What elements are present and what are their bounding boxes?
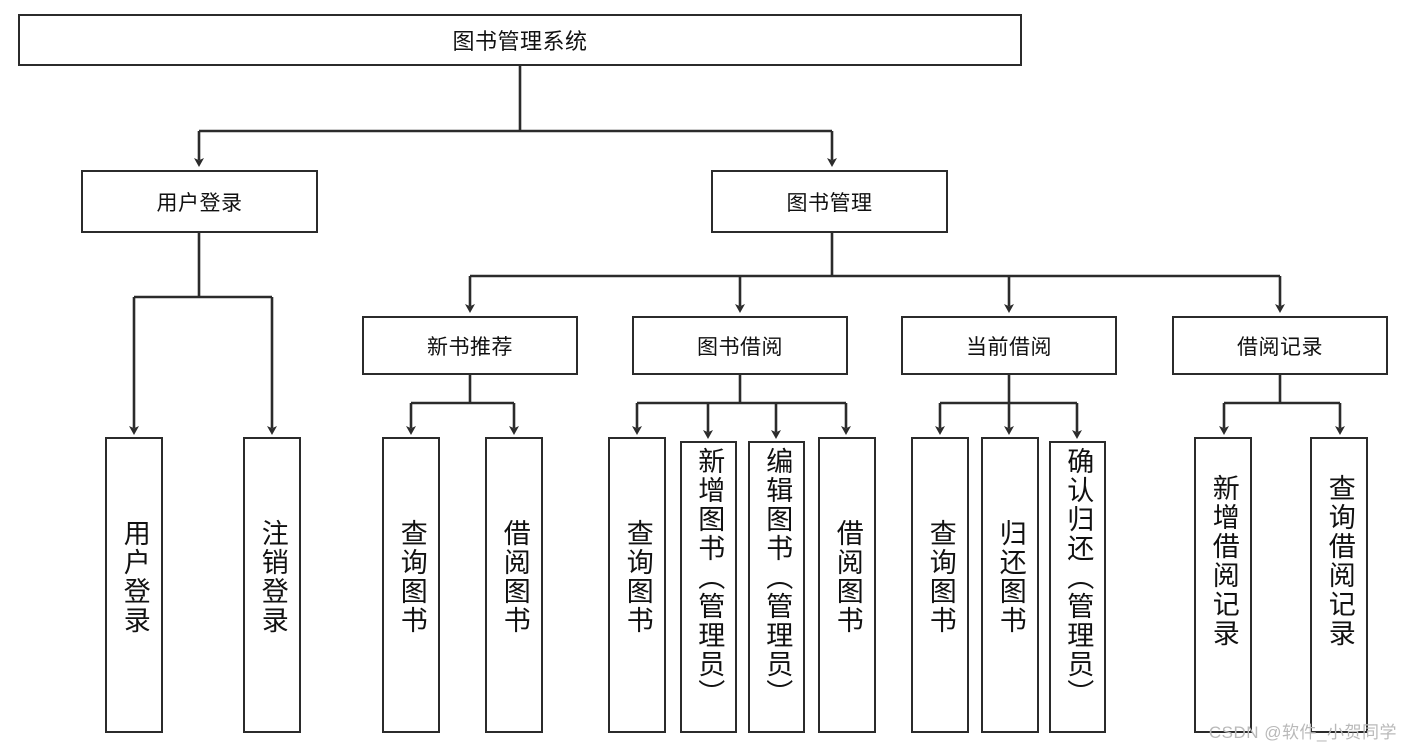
node-leaf-add-record[interactable]: 新增借阅记录 [1194,437,1252,733]
node-book-manage[interactable]: 图书管理 [711,170,948,233]
node-leaf-user-login[interactable]: 用户登录 [105,437,163,733]
node-new-book-recommend[interactable]: 新书推荐 [362,316,578,375]
node-label: 用户登录 [156,191,243,215]
node-label: 查询图书 [925,519,956,635]
node-leaf-edit-book[interactable]: 编辑图书（管理员） [748,441,805,733]
node-label: 借阅图书 [499,519,530,635]
node-leaf-borrow-book-borrow[interactable]: 借阅图书 [818,437,876,733]
node-current-borrow[interactable]: 当前借阅 [901,316,1117,375]
node-label: 查询图书 [396,519,427,635]
node-label: 图书借阅 [697,335,783,359]
node-label: 编辑图书（管理员） [762,447,793,708]
node-label: 查询借阅记录 [1324,474,1355,648]
node-label: 查询图书 [622,519,653,635]
node-leaf-return-book[interactable]: 归还图书 [981,437,1039,733]
node-leaf-query-book-borrow[interactable]: 查询图书 [608,437,666,733]
node-label: 用户登录 [119,519,150,635]
node-user-login[interactable]: 用户登录 [81,170,318,233]
node-label: 新增借阅记录 [1208,474,1239,648]
node-book-borrow[interactable]: 图书借阅 [632,316,848,375]
node-label: 新增图书（管理员） [694,447,725,708]
node-leaf-query-book-new[interactable]: 查询图书 [382,437,440,733]
node-label: 当前借阅 [966,335,1052,359]
node-leaf-query-record[interactable]: 查询借阅记录 [1310,437,1368,733]
node-leaf-confirm-return[interactable]: 确认归还（管理员） [1049,441,1106,733]
node-label: 图书管理系统 [452,29,588,54]
node-root-system[interactable]: 图书管理系统 [18,14,1022,66]
node-leaf-user-logout[interactable]: 注销登录 [243,437,301,733]
node-borrow-record[interactable]: 借阅记录 [1172,316,1388,375]
node-label: 注销登录 [257,519,288,635]
node-leaf-add-book[interactable]: 新增图书（管理员） [680,441,737,733]
node-label: 确认归还（管理员） [1063,447,1094,708]
node-leaf-query-book-current[interactable]: 查询图书 [911,437,969,733]
node-label: 归还图书 [995,519,1026,635]
node-label: 新书推荐 [427,335,513,359]
node-label: 借阅记录 [1237,335,1323,359]
node-label: 图书管理 [786,191,873,215]
node-label: 借阅图书 [832,519,863,635]
node-leaf-borrow-book-new[interactable]: 借阅图书 [485,437,543,733]
watermark-text: CSDN @软件_小贺同学 [1208,723,1397,742]
